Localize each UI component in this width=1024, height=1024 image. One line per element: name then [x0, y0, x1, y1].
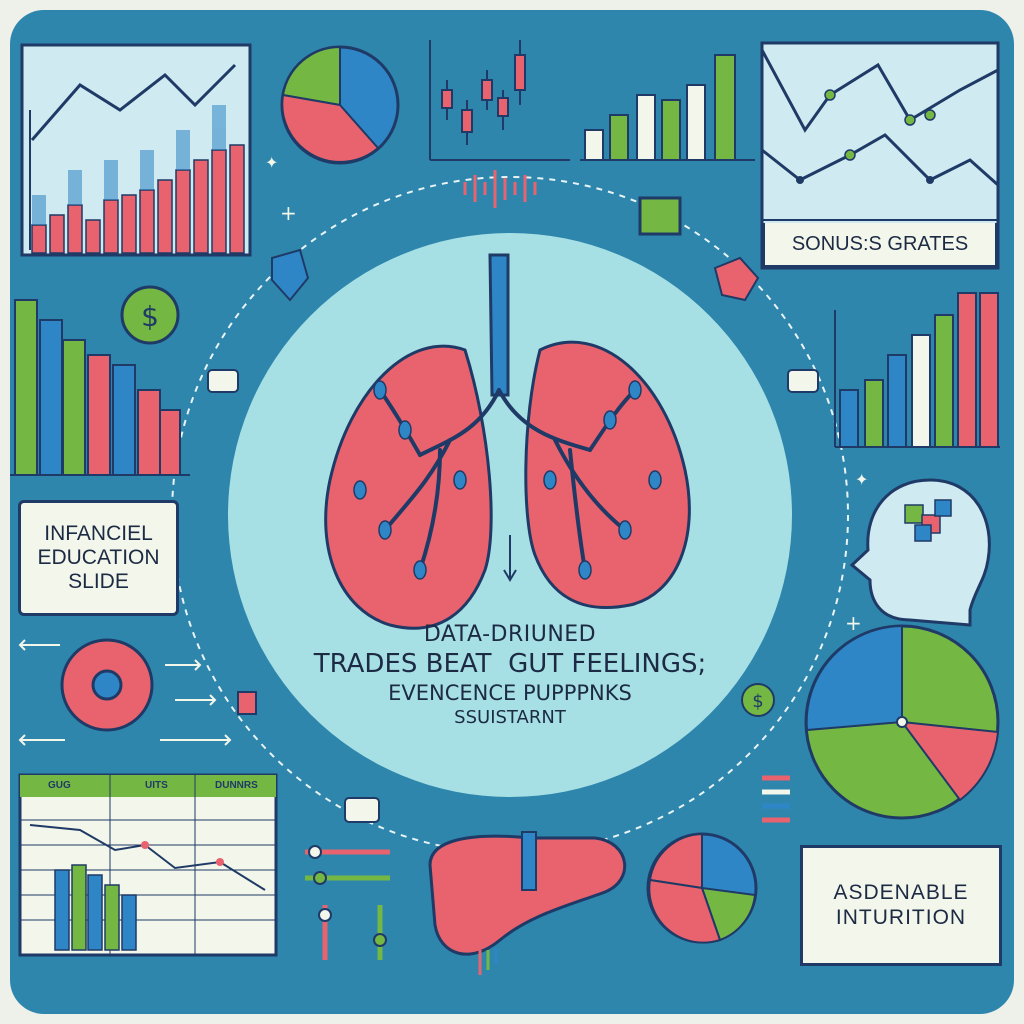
- top-left-chart: [20, 43, 252, 257]
- headline-line-3: EVENCENCE PUPPPNKS: [388, 681, 632, 705]
- bottom-pie-chart: [646, 832, 758, 944]
- table-header-1: GUG: [48, 780, 71, 791]
- svg-text:✦: ✦: [855, 470, 868, 489]
- liver-illustration: [428, 831, 627, 975]
- table-header-3: DUNNRS: [215, 780, 258, 791]
- bottom-left-table-chart: [18, 773, 278, 957]
- svg-text:$: $: [752, 691, 763, 712]
- left-caption-line-3: SLIDE: [68, 570, 129, 594]
- chip-icon: [638, 196, 682, 236]
- left-donut-chart: [60, 638, 154, 732]
- left-caption-box: INFANCIEL EDUCATION SLIDE: [18, 500, 179, 616]
- left-caption-line-1: INFANCIEL: [44, 521, 153, 545]
- svg-text:$: $: [141, 300, 159, 333]
- mini-chart-icon: [207, 369, 819, 823]
- center-bubble: [228, 233, 792, 797]
- top-green-bar-chart: [580, 54, 755, 161]
- left-bar-chart: [10, 299, 190, 476]
- bottom-right-caption-line-2: INTURITION: [835, 905, 967, 929]
- bottom-right-caption-box: ASDENABLE INTURITION: [800, 845, 1002, 966]
- right-bar-chart: [834, 292, 1000, 448]
- dollar-badge-icon: $: [741, 683, 775, 717]
- lungs-illustration: [324, 253, 691, 630]
- shield-icon: [271, 248, 310, 302]
- right-pie-chart: [804, 624, 1000, 820]
- illustration: $ $ ✦ +: [10, 40, 1000, 975]
- svg-text:✦: ✦: [265, 153, 278, 172]
- blue-background-panel: $ $ ✦ +: [10, 10, 1014, 1014]
- headline-line-1: DATA-DRIUNED: [423, 622, 597, 647]
- head-profile-icon: [849, 478, 991, 627]
- svg-text:+: +: [280, 201, 297, 225]
- slider-controls: [305, 775, 790, 960]
- top-right-caption: SONUS:S GRATES: [791, 232, 969, 255]
- dollar-gear-icon: $: [120, 285, 180, 345]
- heart-badge-icon: [713, 256, 760, 302]
- top-pie-chart: [280, 45, 400, 165]
- sound-wave-icon: [463, 170, 537, 208]
- headline-line-4: SSUISTARNT: [454, 707, 566, 728]
- sparkle-icons: ✦ + + ✦: [265, 153, 868, 635]
- arrows-decoration: [18, 639, 232, 746]
- left-caption-line-2: EDUCATION: [37, 545, 160, 569]
- table-header-2: UITS: [145, 780, 168, 791]
- svg-text:+: +: [845, 611, 862, 635]
- candlestick-chart: [429, 40, 570, 161]
- center-headline: DATA-DRIUNED TRADES BEAT GUT FEELINGS; E…: [300, 622, 720, 728]
- top-right-caption-box: SONUS:S GRATES: [762, 223, 998, 268]
- headline-line-2: TRADES BEAT GUT FEELINGS;: [313, 649, 707, 679]
- bottom-right-caption-line-1: ASDENABLE: [833, 881, 969, 905]
